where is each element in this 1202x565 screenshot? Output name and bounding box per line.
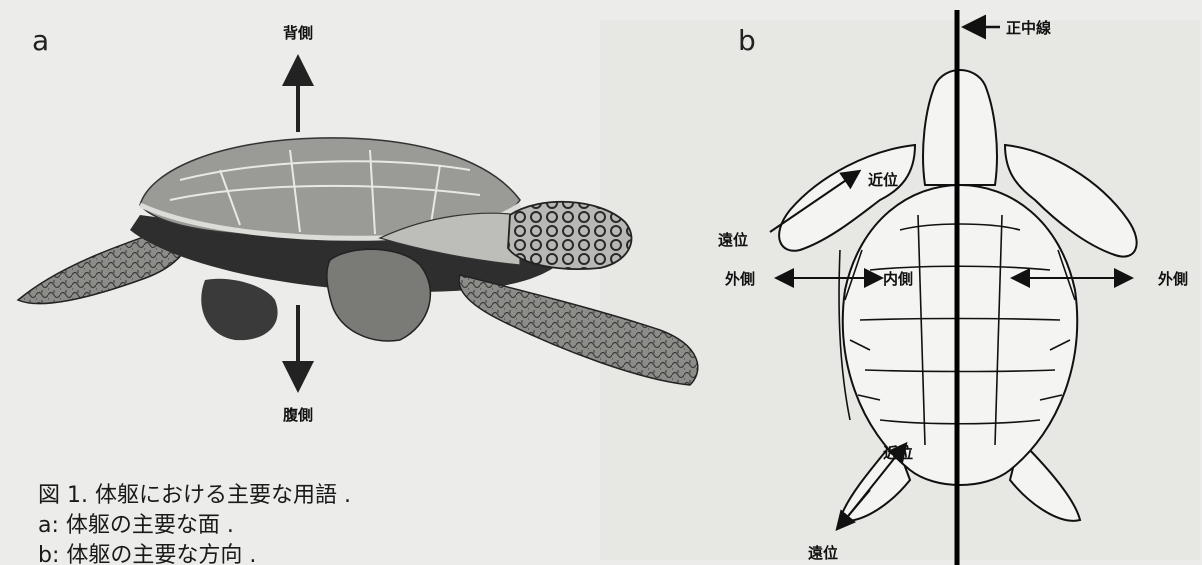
caption-title: 図 1. 体躯における主要な用語 . (38, 483, 351, 508)
turtle-side-view (18, 138, 698, 385)
medial-label: 内側 (883, 270, 913, 288)
midline-label: 正中線 (1006, 19, 1051, 37)
head-outline (923, 70, 997, 185)
panel-a-letter: a (32, 24, 49, 57)
upper-distal-label: 遠位 (718, 231, 748, 249)
near-hind-flipper (327, 249, 431, 341)
figure-caption: 図 1. 体躯における主要な用語 . a: 体躯の主要な面 . b: 体躯の主要… (38, 483, 351, 565)
ventral-label: 腹側 (283, 406, 313, 424)
hind-flipper (201, 279, 277, 340)
right-lateral-label: 外側 (1157, 270, 1188, 288)
panel-b-letter: b (738, 24, 756, 57)
lower-distal-label: 遠位 (808, 544, 838, 562)
caption-line-a: a: 体躯の主要な面 . (38, 513, 234, 538)
dorsal-label: 背側 (283, 24, 313, 42)
caption-line-b: b: 体躯の主要な方向 . (38, 543, 256, 565)
upper-proximal-label: 近位 (868, 171, 898, 189)
lower-proximal-label: 近位 (883, 444, 913, 462)
panel-a: a 背側 (18, 24, 698, 424)
left-lateral-label: 外側 (724, 270, 755, 288)
